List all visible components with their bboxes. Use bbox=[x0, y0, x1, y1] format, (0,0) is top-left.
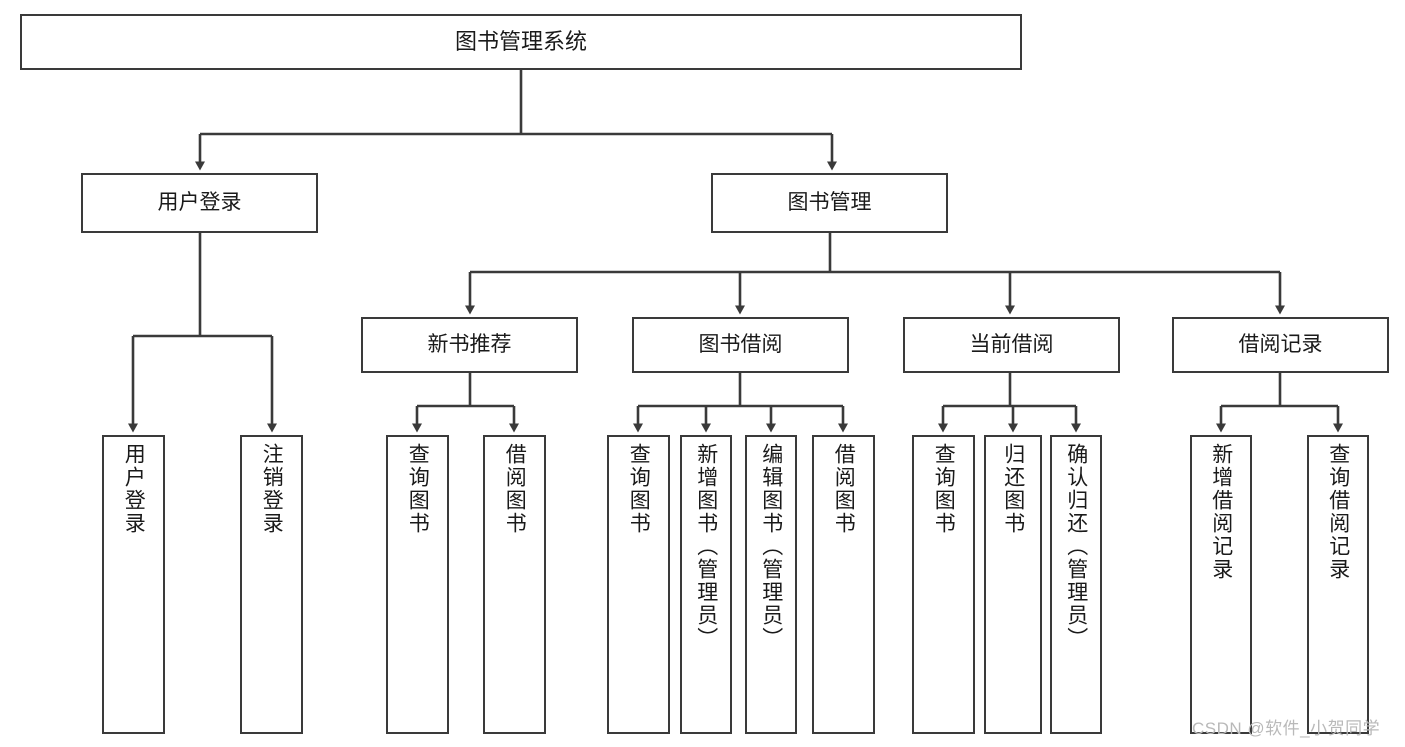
node-current-borrow-label: 当前借阅 bbox=[969, 333, 1054, 357]
node-current-borrow[interactable]: 当前借阅 bbox=[903, 317, 1120, 373]
node-user-login-label: 用户登录 bbox=[157, 191, 242, 215]
node-leaf-query-borrow-record-label: 查询借阅记录 bbox=[1326, 443, 1350, 581]
watermark-text: CSDN @软件_小贺同学 bbox=[1192, 719, 1381, 738]
edge-book-borrow-to-leaves bbox=[633, 373, 848, 433]
edge-current-borrow-to-leaves bbox=[938, 373, 1081, 433]
node-book-management-label: 图书管理 bbox=[787, 191, 872, 215]
node-book-management[interactable]: 图书管理 bbox=[711, 173, 948, 233]
node-root[interactable]: 图书管理系统 bbox=[20, 14, 1022, 70]
node-leaf-confirm-return-label: 确认归还（管理员） bbox=[1064, 443, 1088, 650]
node-leaf-query-book-2-label: 查询图书 bbox=[627, 443, 651, 535]
node-leaf-query-borrow-record[interactable]: 查询借阅记录 bbox=[1307, 435, 1369, 734]
node-borrow-record[interactable]: 借阅记录 bbox=[1172, 317, 1389, 373]
node-leaf-add-book-label: 新增图书（管理员） bbox=[694, 443, 718, 650]
node-leaf-edit-book[interactable]: 编辑图书（管理员） bbox=[745, 435, 797, 734]
node-leaf-query-book-3[interactable]: 查询图书 bbox=[912, 435, 975, 734]
node-leaf-add-borrow-record[interactable]: 新增借阅记录 bbox=[1190, 435, 1252, 734]
node-leaf-query-book-2[interactable]: 查询图书 bbox=[607, 435, 670, 734]
node-new-book-recommend[interactable]: 新书推荐 bbox=[361, 317, 578, 373]
node-leaf-logout[interactable]: 注销登录 bbox=[240, 435, 303, 734]
node-leaf-query-book-3-label: 查询图书 bbox=[932, 443, 956, 535]
node-leaf-add-book[interactable]: 新增图书（管理员） bbox=[680, 435, 732, 734]
node-leaf-return-book[interactable]: 归还图书 bbox=[984, 435, 1042, 734]
node-leaf-return-book-label: 归还图书 bbox=[1001, 443, 1025, 535]
node-leaf-borrow-book-2[interactable]: 借阅图书 bbox=[812, 435, 875, 734]
edge-new-book-recommend-to-leaves bbox=[412, 373, 519, 433]
edge-root-to-level2 bbox=[195, 70, 837, 171]
edge-user-login-to-leaves bbox=[128, 233, 277, 433]
node-leaf-user-login[interactable]: 用户登录 bbox=[102, 435, 165, 734]
node-leaf-borrow-book-1-label: 借阅图书 bbox=[503, 443, 527, 535]
node-leaf-user-login-label: 用户登录 bbox=[122, 443, 146, 535]
edge-book-management-to-level3 bbox=[465, 233, 1285, 315]
node-leaf-borrow-book-1[interactable]: 借阅图书 bbox=[483, 435, 546, 734]
node-root-label: 图书管理系统 bbox=[454, 28, 587, 54]
node-leaf-edit-book-label: 编辑图书（管理员） bbox=[759, 443, 783, 650]
node-new-book-recommend-label: 新书推荐 bbox=[427, 333, 512, 357]
node-leaf-borrow-book-2-label: 借阅图书 bbox=[832, 443, 856, 535]
node-leaf-add-borrow-record-label: 新增借阅记录 bbox=[1209, 443, 1233, 581]
node-leaf-logout-label: 注销登录 bbox=[260, 443, 284, 535]
node-book-borrow-label: 图书借阅 bbox=[698, 333, 783, 357]
node-leaf-confirm-return[interactable]: 确认归还（管理员） bbox=[1050, 435, 1102, 734]
node-user-login[interactable]: 用户登录 bbox=[81, 173, 318, 233]
node-book-borrow[interactable]: 图书借阅 bbox=[632, 317, 849, 373]
node-leaf-query-book-1-label: 查询图书 bbox=[406, 443, 430, 535]
node-borrow-record-label: 借阅记录 bbox=[1238, 333, 1323, 357]
node-leaf-query-book-1[interactable]: 查询图书 bbox=[386, 435, 449, 734]
edge-borrow-record-to-leaves bbox=[1216, 373, 1343, 433]
